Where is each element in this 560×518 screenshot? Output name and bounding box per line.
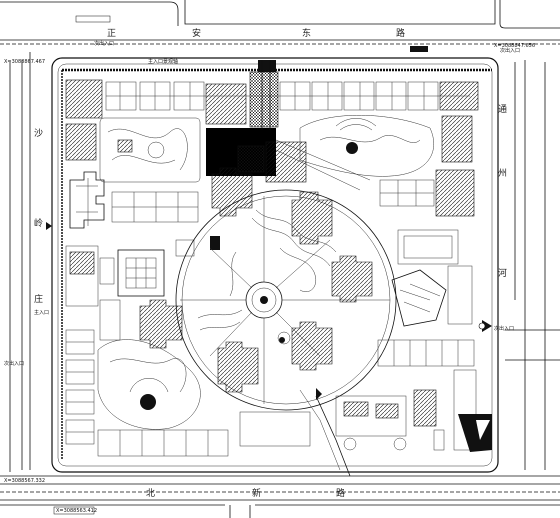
south-building-row (97, 389, 407, 477)
coord-bottom-left: X=3088567.332 (4, 478, 45, 484)
north-axis-label: 主入口景观轴 (148, 58, 178, 65)
road-name-east: 通 州 河 (498, 104, 507, 279)
southeast-entrance-block (433, 414, 492, 452)
road-char-e2: 州 (498, 168, 507, 179)
road-char-n1: 正 (107, 29, 116, 39)
north-building-row (65, 46, 479, 128)
road-char-w2: 岭 (34, 217, 43, 229)
road-char-e3: 河 (498, 267, 507, 279)
east-top-entrance-label: 次出入口 (500, 47, 520, 54)
tower-blocks (139, 167, 373, 393)
coordinate-labels: X=3088867.467 X=3088847.656 X=3088567.33… (4, 15, 535, 515)
road-char-n2: 安 (192, 27, 201, 39)
road-char-n3: 东 (302, 27, 311, 39)
road-name-south: 北 新 路 (146, 487, 345, 499)
road-char-n4: 路 (396, 27, 405, 39)
road-name-west: 沙 岭 庄 (34, 128, 43, 305)
site-boundary (51, 57, 499, 473)
road-char-s1: 北 (146, 488, 155, 499)
cross-buildings-west (69, 171, 199, 229)
west-entrance-label: 次出入口 (4, 360, 24, 367)
road-char-s2: 新 (252, 487, 261, 499)
road-char-e1: 通 (498, 104, 507, 115)
road-name-north: 正 安 东 路 (107, 27, 405, 39)
central-ring-park (175, 189, 397, 411)
west-main-entrance-label: 主入口 (34, 309, 49, 316)
coord-top-right: X=3088847.656 (494, 43, 535, 49)
central-entrance-plaza (175, 60, 371, 257)
road-char-s3: 路 (336, 487, 345, 499)
north-entrance-label: 次出入口 (94, 40, 114, 47)
road-char-w1: 沙 (34, 128, 43, 139)
east-entrance-label: 次出入口 (494, 325, 514, 332)
road-char-w3: 庄 (34, 293, 43, 305)
northwest-garden (99, 117, 201, 183)
east-buildings (377, 169, 477, 451)
west-building-column (65, 123, 115, 445)
coord-top-left: X=3088867.467 (4, 59, 45, 65)
coord-bottom-center: X=3088563.412 (56, 508, 97, 514)
southwest-garden (97, 249, 201, 430)
northeast-garden (299, 115, 473, 177)
entrance-markers (46, 222, 492, 400)
